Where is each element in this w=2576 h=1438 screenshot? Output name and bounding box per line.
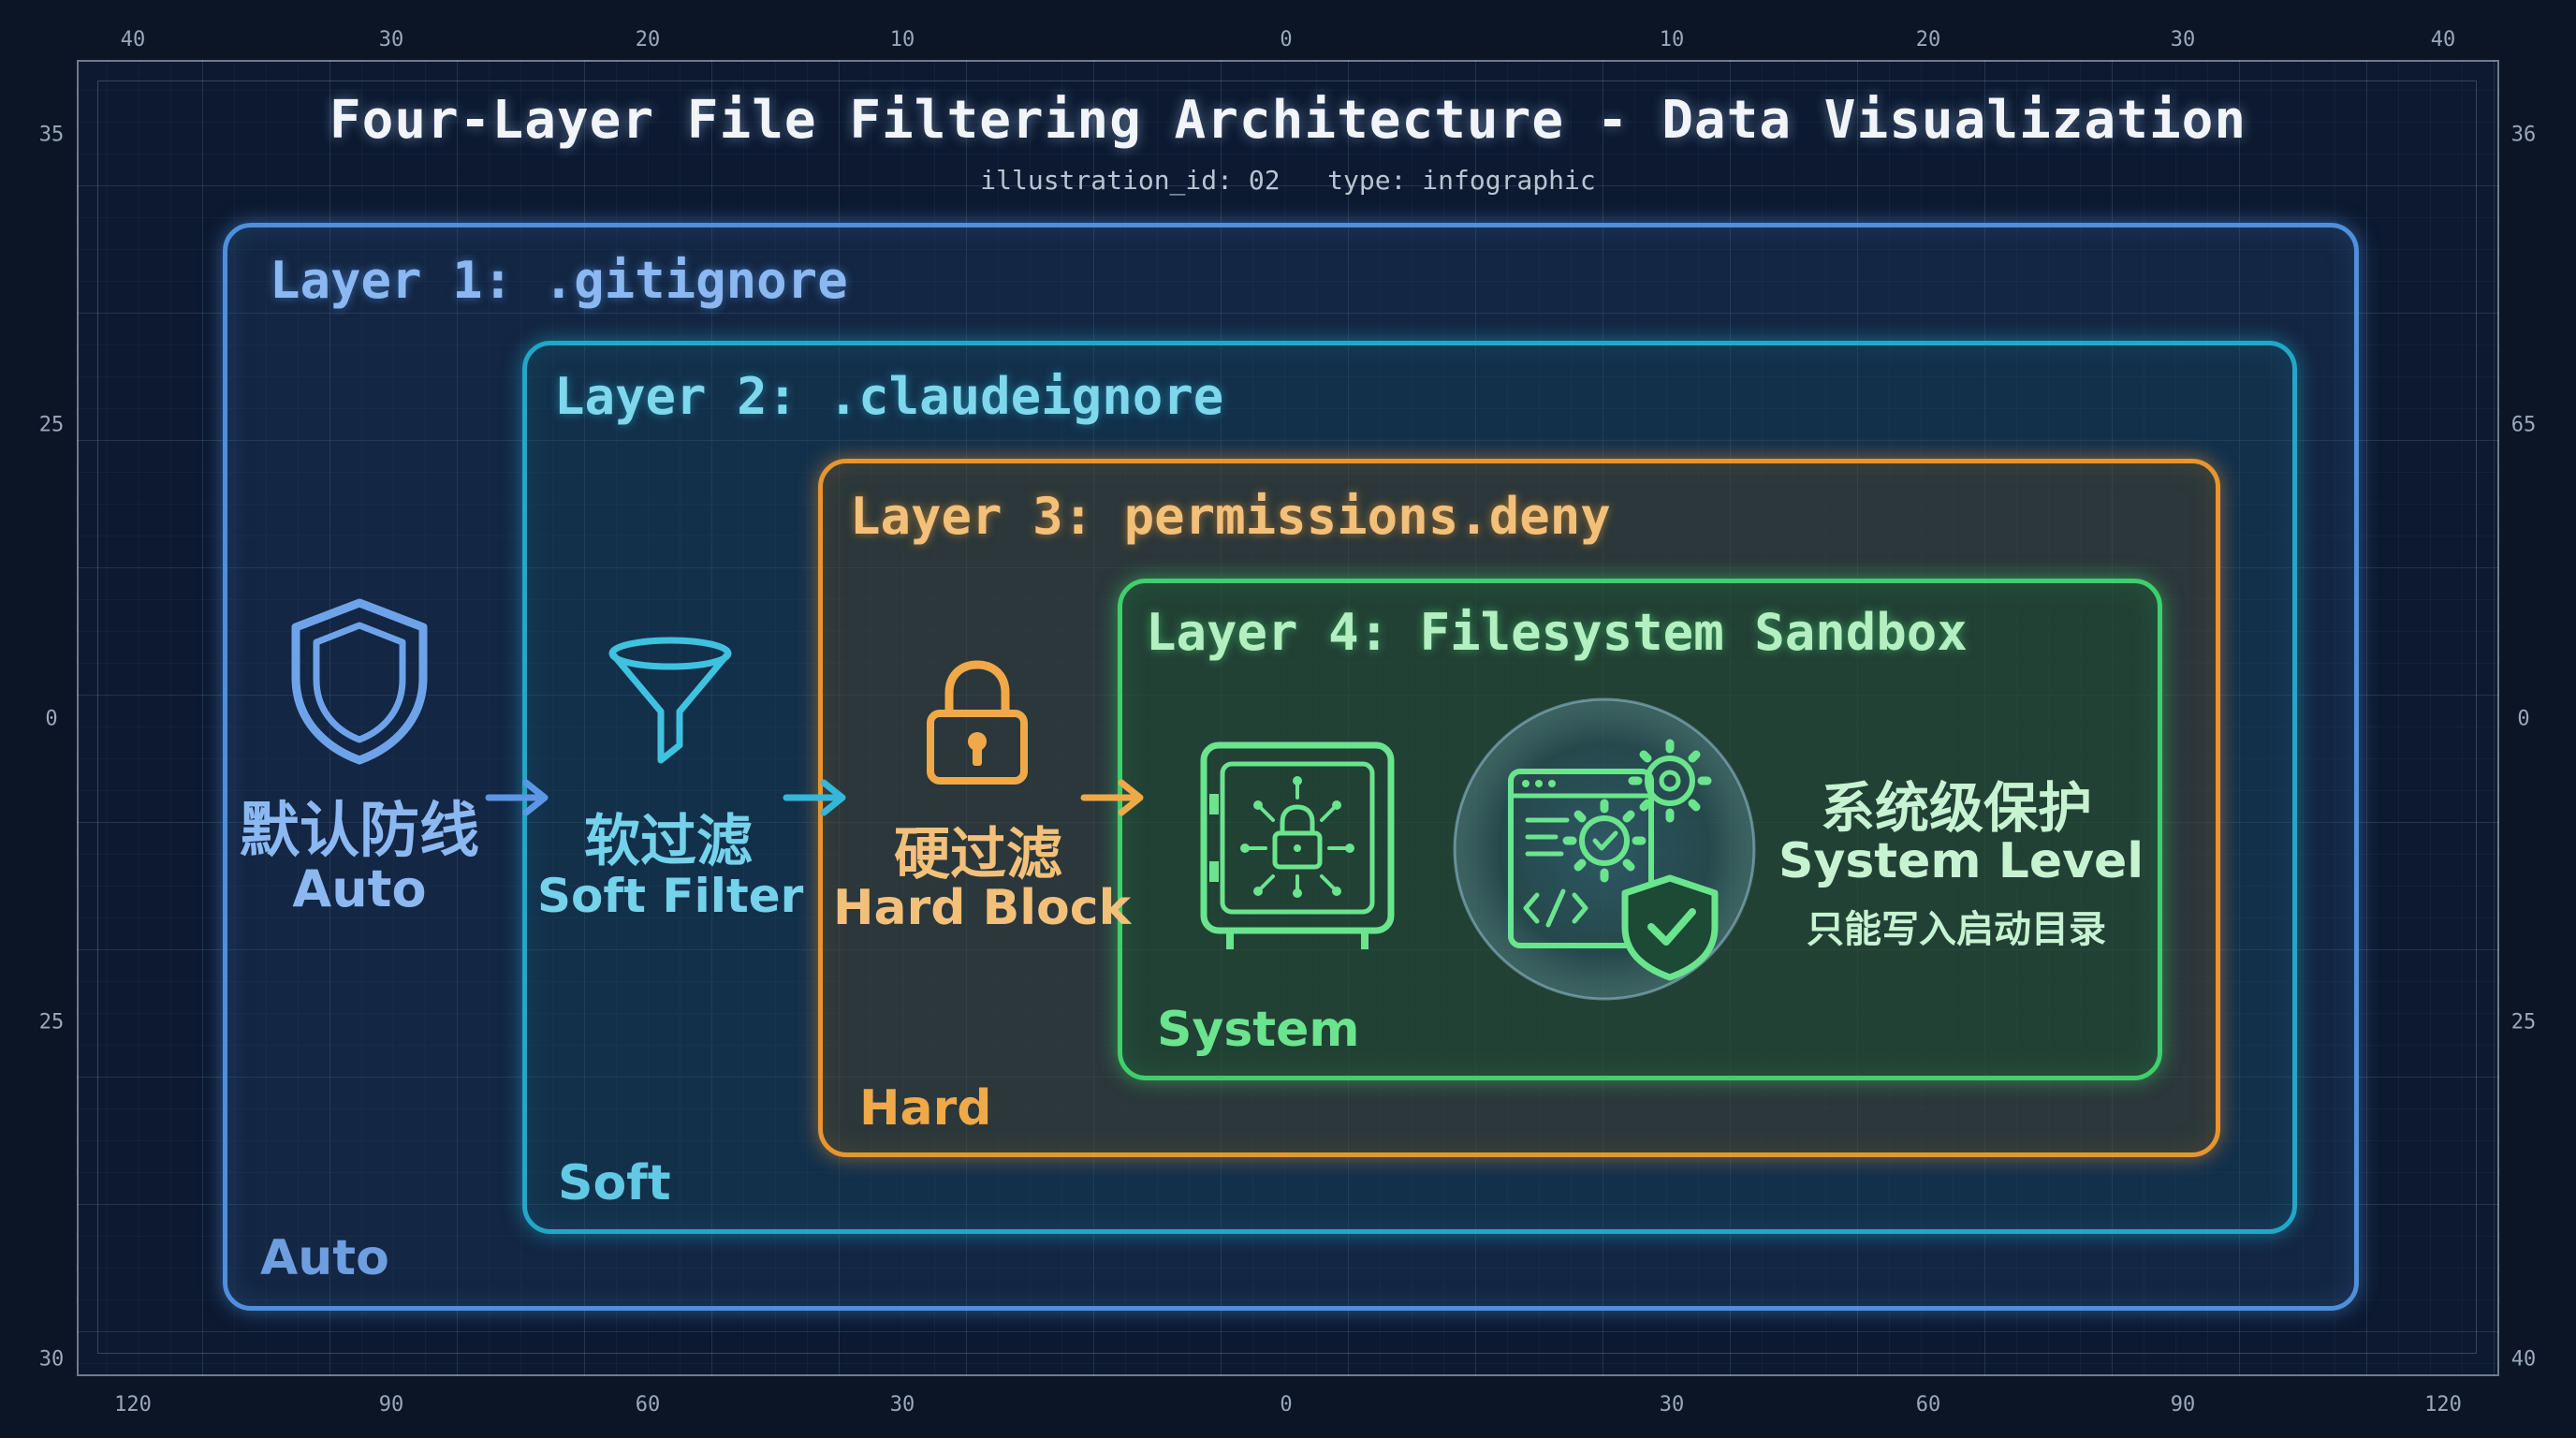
ruler-right-tick: 0 bbox=[2517, 707, 2530, 731]
layer-3-tag: Hard bbox=[859, 1080, 992, 1137]
ruler-right-tick: 40 bbox=[2510, 1347, 2537, 1372]
arrow-right-icon bbox=[485, 779, 549, 816]
frame-outer-border bbox=[77, 60, 2499, 1376]
arrow-right-icon bbox=[783, 779, 846, 816]
diagram-title: Four-Layer File Filtering Architecture -… bbox=[329, 90, 2247, 151]
layer-4-label-en: System Level bbox=[1778, 833, 2144, 889]
layer-1-label-en: Auto bbox=[292, 859, 427, 918]
layer-4-title: Layer 4: Filesystem Sandbox bbox=[1146, 603, 1968, 662]
layer-1-title: Layer 1: .gitignore bbox=[270, 251, 848, 310]
layer-4-tag: System bbox=[1157, 1002, 1360, 1058]
layer-4-note-cn: 只能写入启动目录 bbox=[1807, 908, 2106, 951]
ruler-left-tick: 35 bbox=[38, 123, 65, 147]
layer-3-label-en: Hard Block bbox=[833, 880, 1132, 936]
ruler-top-tick: 20 bbox=[1915, 28, 1941, 51]
ruler-top-tick: 30 bbox=[378, 28, 404, 51]
layer-2-title: Layer 2: .claudeignore bbox=[554, 367, 1224, 426]
funnel-icon bbox=[608, 637, 732, 764]
ruler-top-tick: 30 bbox=[2170, 28, 2196, 51]
ruler-right-tick: 36 bbox=[2510, 123, 2537, 147]
layer-1-label-cn: 默认防线 bbox=[240, 797, 479, 866]
ruler-bottom-tick: 120 bbox=[114, 1393, 152, 1416]
shield-icon bbox=[291, 598, 428, 765]
diagram-subtitle: illustration_id: 02 type: infographic bbox=[980, 165, 1596, 196]
ruler-top-tick: 40 bbox=[120, 28, 146, 51]
safe-lock-icon bbox=[1200, 741, 1395, 949]
ruler-top-tick: 0 bbox=[1280, 28, 1293, 51]
ruler-top-tick: 10 bbox=[889, 28, 915, 51]
ruler-bottom-tick: 90 bbox=[378, 1393, 404, 1416]
ruler-left-tick: 30 bbox=[38, 1347, 65, 1372]
layer-3-title: Layer 3: permissions.deny bbox=[850, 487, 1611, 546]
ruler-left-tick: 25 bbox=[38, 1010, 65, 1034]
ruler-right-tick: 65 bbox=[2510, 413, 2537, 437]
ruler-left-tick: 0 bbox=[45, 707, 58, 731]
ruler-bottom-tick: 30 bbox=[1659, 1393, 1685, 1416]
frame-inner-border bbox=[97, 81, 2477, 1354]
layer-2-label-en: Soft Filter bbox=[537, 869, 804, 923]
ruler-bottom-tick: 90 bbox=[2170, 1393, 2196, 1416]
ruler-bottom-tick: 30 bbox=[889, 1393, 915, 1416]
layer-1-tag: Auto bbox=[260, 1230, 389, 1286]
ruler-bottom-tick: 60 bbox=[635, 1393, 661, 1416]
ruler-top-tick: 20 bbox=[635, 28, 661, 51]
ruler-top-tick: 10 bbox=[1659, 28, 1685, 51]
ruler-bottom-tick: 60 bbox=[1915, 1393, 1941, 1416]
background-grid bbox=[77, 60, 2499, 1376]
layer-4-label-cn: 系统级保护 bbox=[1820, 776, 2092, 840]
ruler-left-tick: 25 bbox=[38, 413, 65, 437]
lock-icon bbox=[927, 660, 1028, 785]
layer-3-label-cn: 硬过滤 bbox=[894, 822, 1062, 888]
layer-2-tag: Soft bbox=[558, 1155, 671, 1211]
layer-1-box bbox=[223, 223, 2359, 1311]
layer-2-label-cn: 软过滤 bbox=[584, 809, 753, 874]
ruler-top-tick: 40 bbox=[2430, 28, 2456, 51]
code-gear-shield-icon bbox=[1453, 697, 1756, 1001]
ruler-right-tick: 25 bbox=[2510, 1010, 2537, 1034]
arrow-right-icon bbox=[1080, 779, 1144, 816]
ruler-bottom-tick: 120 bbox=[2424, 1393, 2462, 1416]
ruler-bottom-tick: 0 bbox=[1280, 1393, 1293, 1416]
